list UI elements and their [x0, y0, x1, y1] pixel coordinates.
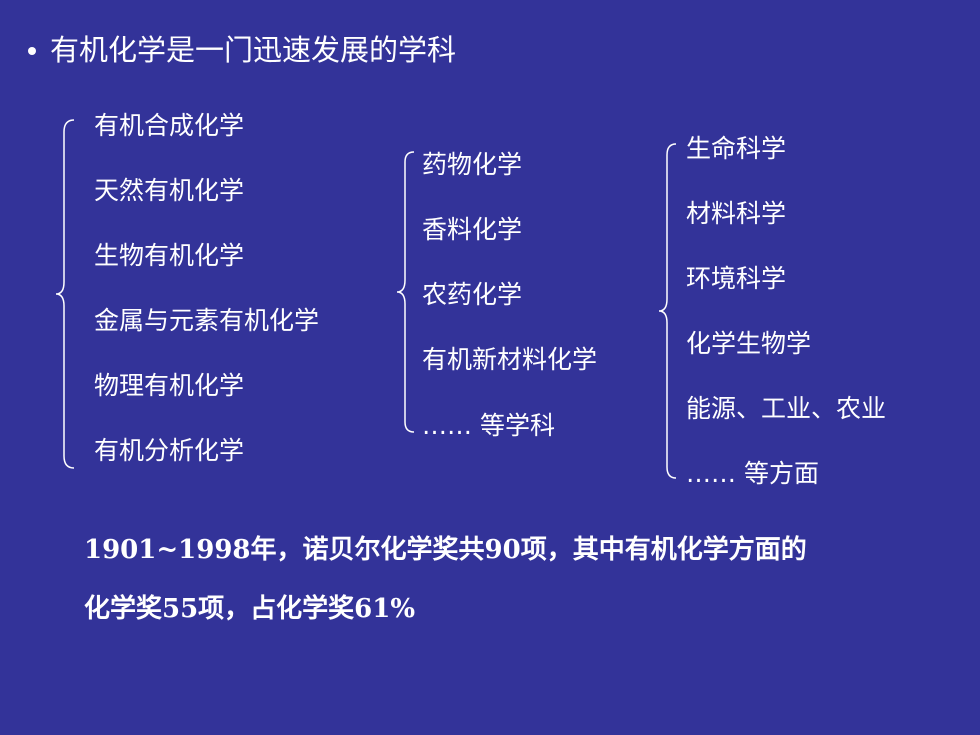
- list-item: 环境科学: [686, 264, 787, 293]
- left-brace-icon: [52, 118, 76, 470]
- list-item: 香料化学: [422, 215, 523, 244]
- bullet-icon: [28, 47, 36, 55]
- list-item: 生物有机化学: [94, 241, 245, 270]
- list-item: 药物化学: [422, 150, 523, 179]
- list-item: 天然有机化学: [94, 176, 245, 205]
- list-item: 生命科学: [686, 134, 787, 163]
- list-item: 有机新材料化学: [422, 345, 598, 374]
- nobel-note-line2: 化学奖55项，占化学奖61%: [84, 594, 416, 624]
- slide-title: 有机化学是一门迅速发展的学科: [50, 33, 457, 67]
- list-item: 农药化学: [422, 280, 523, 309]
- nobel-note-line1: 1901~1998年，诺贝尔化学奖共90项，其中有机化学方面的: [84, 535, 807, 565]
- left-brace-icon: [394, 150, 416, 434]
- left-brace-icon: [656, 142, 678, 480]
- list-item: …… 等学科: [422, 411, 555, 440]
- list-item: 有机分析化学: [94, 436, 245, 465]
- list-item: 有机合成化学: [94, 111, 245, 140]
- list-item: 能源、工业、农业: [686, 394, 887, 423]
- title-row: 有机化学是一门迅速发展的学科: [28, 30, 456, 70]
- list-item: 物理有机化学: [94, 371, 245, 400]
- list-item: 化学生物学: [686, 329, 812, 358]
- list-item: 金属与元素有机化学: [94, 306, 320, 335]
- list-item: …… 等方面: [686, 459, 819, 488]
- list-item: 材料科学: [686, 199, 787, 228]
